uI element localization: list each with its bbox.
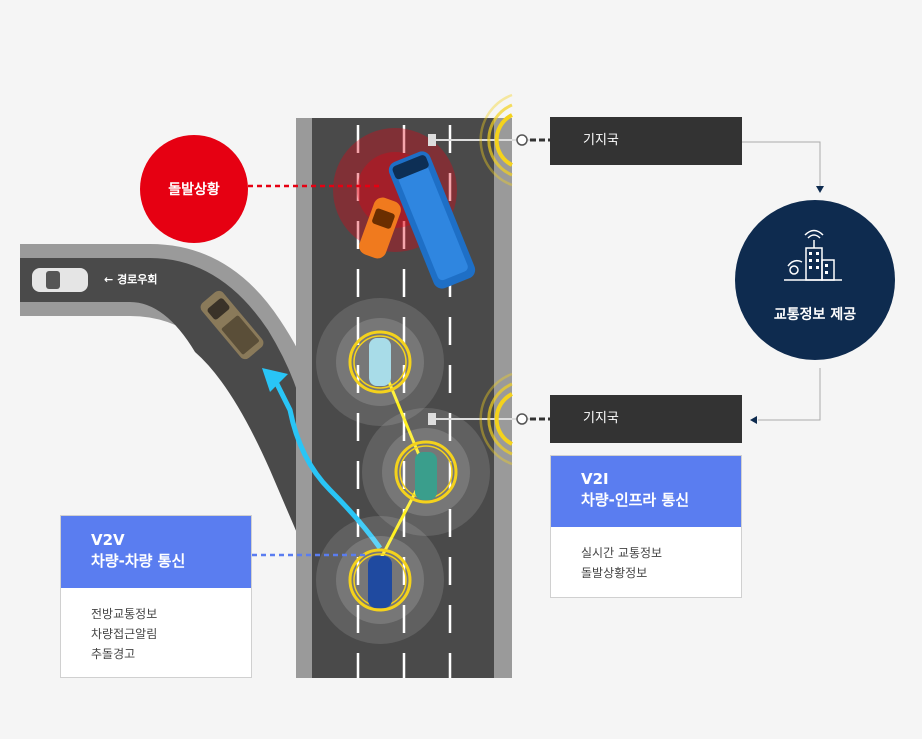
left-arrow-icon: ← bbox=[104, 273, 114, 286]
incident-label: 돌발상황 bbox=[168, 182, 220, 198]
bus-icon bbox=[388, 151, 476, 289]
traffic-info-badge: 교통정보 제공 bbox=[735, 200, 895, 360]
list-item: 차량접근알림 bbox=[91, 627, 158, 641]
v2i-subtitle: 차량-인프라 통신 bbox=[581, 491, 690, 509]
v2v-title: V2V bbox=[91, 531, 125, 549]
list-item: 전방교통정보 bbox=[91, 607, 158, 621]
antenna-bottom bbox=[428, 372, 550, 466]
pickup-truck-icon bbox=[200, 290, 264, 360]
list-item: 돌발상황정보 bbox=[581, 566, 648, 580]
v2v-card-header: V2V 차량-차량 통신 bbox=[61, 516, 251, 588]
car-ring-top bbox=[316, 298, 444, 426]
v2i-title: V2I bbox=[581, 470, 609, 488]
white-car-icon bbox=[32, 268, 88, 292]
connector-station-to-info bbox=[742, 141, 821, 188]
connector-info-to-station bbox=[758, 368, 821, 421]
building-antenna-icon bbox=[784, 229, 842, 281]
detour-route-arrow bbox=[272, 378, 383, 550]
v2i-items: 실시간 교통정보 돌발상황정보 bbox=[551, 527, 741, 583]
v2v-card: V2V 차량-차량 통신 전방교통정보 차량접근알림 추돌경고 bbox=[60, 515, 252, 678]
orange-car-icon bbox=[359, 197, 401, 259]
antenna-top bbox=[428, 93, 550, 187]
base-station-bottom: 기지국 bbox=[550, 395, 742, 443]
v2i-card: V2I 차량-인프라 통신 실시간 교통정보 돌발상황정보 bbox=[550, 455, 742, 598]
car-ring-middle bbox=[362, 408, 490, 536]
base-station-label: 기지국 bbox=[583, 133, 619, 148]
incident-badge: 돌발상황 bbox=[140, 135, 248, 243]
base-station-label: 기지국 bbox=[583, 411, 619, 426]
base-station-top: 기지국 bbox=[550, 117, 742, 165]
car-ring-bottom bbox=[316, 516, 444, 644]
v2v-subtitle: 차량-차량 통신 bbox=[91, 552, 186, 570]
list-item: 실시간 교통정보 bbox=[581, 546, 663, 560]
detour-label: ← 경로우회 bbox=[104, 271, 158, 287]
v2v-items: 전방교통정보 차량접근알림 추돌경고 bbox=[61, 588, 251, 664]
v2i-card-header: V2I 차량-인프라 통신 bbox=[551, 456, 741, 527]
route-arrowhead bbox=[262, 368, 288, 392]
detour-text: 경로우회 bbox=[117, 273, 158, 286]
traffic-info-label: 교통정보 제공 bbox=[773, 307, 857, 323]
list-item: 추돌경고 bbox=[91, 647, 136, 661]
